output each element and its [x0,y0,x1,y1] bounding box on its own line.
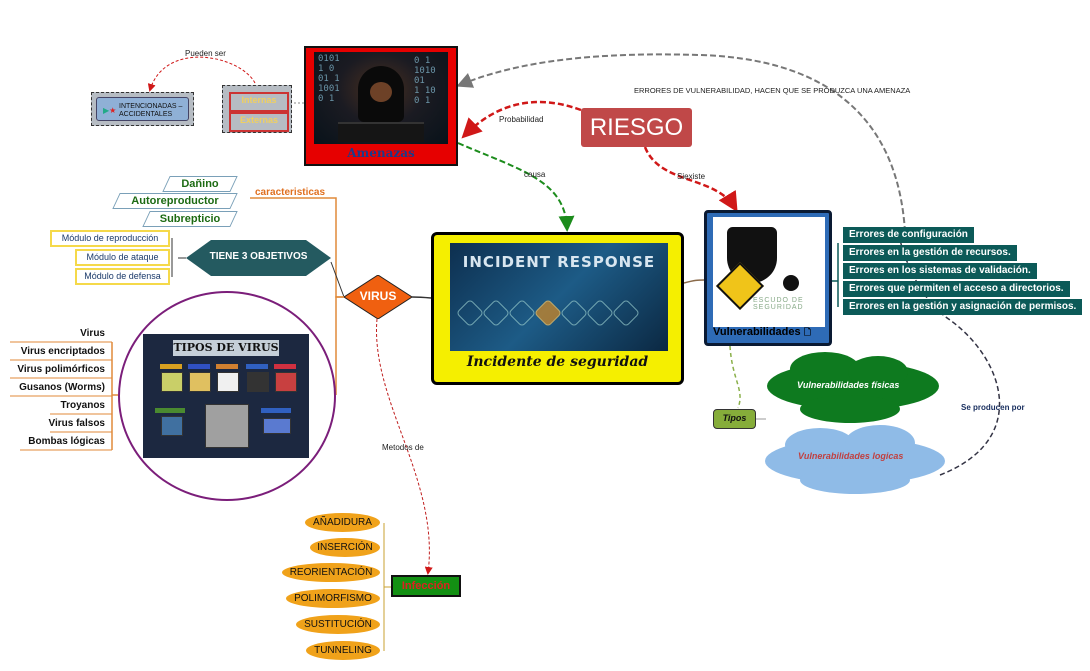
virus-type-item[interactable]: Bombas lógicas [28,436,105,447]
keyboard-icon [263,418,291,434]
modulo-item[interactable]: Módulo de reproducción [50,230,170,247]
bomb-icon [247,372,269,392]
incidente-node[interactable]: INCIDENT RESPONSE Incidente de seguridad [431,232,684,385]
note-icon: 🗋 [803,327,811,337]
internas-label: Internas [229,92,289,112]
metodo-item[interactable]: AÑADIDURA [305,513,380,532]
document-icon [217,372,239,392]
tipos-virus-bracket [111,342,118,450]
virus-type-item[interactable]: Virus [80,328,105,339]
worm-icon [189,372,211,392]
caracteristica-item[interactable]: Dañino [162,176,238,192]
tipos-node[interactable]: Tipos [713,409,756,429]
internas-externas-node[interactable]: Internas Externas [222,85,292,133]
virus-type-icon [161,372,183,392]
virus-circle-line [335,296,344,395]
errores-bracket [832,243,839,307]
error-item[interactable]: Errores en la gestión y asignación de pe… [843,299,1083,315]
vulnerabilidades-fisicas-label: Vulnerabilidades físicas [797,380,900,390]
objetivos-node[interactable]: TIENE 3 OBJETIVOS [186,240,331,276]
vulnerabilidades-logicas-label: Vulnerabilidades logicas [798,451,904,461]
modulos-bracket [171,238,186,277]
modulo-item[interactable]: Módulo de defensa [75,268,170,285]
network-icon [559,298,589,328]
siexiste-connector [643,146,738,213]
metodo-item[interactable]: TUNNELING [306,641,380,660]
network-icon [507,298,537,328]
metodos-de-connector [376,318,433,575]
escudo-image: ESCUDO DE SEGURIDAD [713,217,825,327]
error-item[interactable]: Errores en la gestión de recursos. [843,245,1017,261]
caracteristica-item[interactable]: Subrepticio [142,211,238,227]
amenazas-title: Amenazas [347,146,415,160]
metodo-item[interactable]: POLIMORFISMO [286,589,380,608]
tipos-connector [729,345,741,409]
trojan-icon [275,372,297,392]
causa-connector [457,142,575,232]
virus-type-item[interactable]: Troyanos [60,400,105,411]
incident-banner: INCIDENT RESPONSE [462,253,656,271]
objetivos-title: TIENE 3 OBJETIVOS [209,251,308,262]
se-producen-por-connector [899,239,1001,476]
virus-title: VIRUS [359,289,397,303]
se-producen-por-label: Se producen por [961,403,1025,412]
laptop-icon [338,122,424,142]
probabilidad-label: Probabilidad [499,115,544,124]
vulnerabilidades-title: Vulnerabilidades [713,326,801,338]
metodo-item[interactable]: SUSTITUCIÓN [296,615,380,634]
intencionadas-node[interactable]: ▶★ INTENCIONADAS – ACCIDENTALES [91,92,194,126]
causa-label: causa [524,170,546,179]
bomb-icon [783,275,799,291]
errores-connector [456,53,906,233]
error-item[interactable]: Errores que permiten el acceso a directo… [843,281,1070,297]
metodo-item[interactable]: REORIENTACIÓN [282,563,380,582]
incidente-title: Incidente de seguridad [466,354,649,370]
incident-virus-line [411,296,432,299]
externas-label: Externas [229,112,289,132]
incident-vuln-line [683,279,705,284]
network-icon [611,298,641,328]
browser-icon [161,416,183,436]
network-icon [481,298,511,328]
tipos-virus-image-title: TIPOS DE VIRUS [173,340,279,356]
siexiste-label: Siexiste [677,172,706,181]
escudo-logo-text: ESCUDO DE SEGURIDAD [753,297,804,311]
infeccion-bracket [383,523,391,651]
incident-response-image: INCIDENT RESPONSE [450,243,668,351]
network-icon [455,298,485,328]
metodos-de-label: Metodos de [382,443,424,452]
metodo-item[interactable]: INSERCIÓN [310,538,380,557]
error-item[interactable]: Errores en los sistemas de validación. [843,263,1037,279]
infeccion-node[interactable]: Infección [391,575,461,597]
virus-type-item[interactable]: Virus polimórficos [17,364,105,375]
virus-type-item[interactable]: Virus encriptados [20,346,105,357]
vulnerabilidades-node[interactable]: ESCUDO DE SEGURIDAD Vulnerabilidades 🗋 [704,210,832,346]
virus-tiene-line [330,261,345,298]
error-item[interactable]: Errores de configuración [843,227,974,243]
modulo-item[interactable]: Módulo de ataque [75,249,170,266]
intencionadas-label: INTENCIONADAS – ACCIDENTALES [119,103,183,118]
virus-node[interactable]: VIRUS [344,275,412,319]
tipos-virus-image: TIPOS DE VIRUS [143,334,309,458]
errores-vulnerabilidad-label: ERRORES DE VULNERABILIDAD, HACEN QUE SE … [634,86,911,95]
pueden-ser-label: Pueden ser [185,49,226,58]
caracteristica-item[interactable]: Autoreproductor [112,193,238,209]
pueden-ser-connector [147,56,256,92]
virus-type-item[interactable]: Virus falsos [48,418,105,429]
flags-icon: ▶★ [103,106,117,115]
network-icon [585,298,615,328]
lock-icon [533,298,563,328]
probabilidad-connector [461,100,582,139]
riesgo-node[interactable]: RIESGO [581,108,692,147]
infected-computer-icon [205,404,249,448]
virus-type-item[interactable]: Gusanos (Worms) [19,382,105,393]
caracteristicas-label: caracteristicas [255,187,326,198]
